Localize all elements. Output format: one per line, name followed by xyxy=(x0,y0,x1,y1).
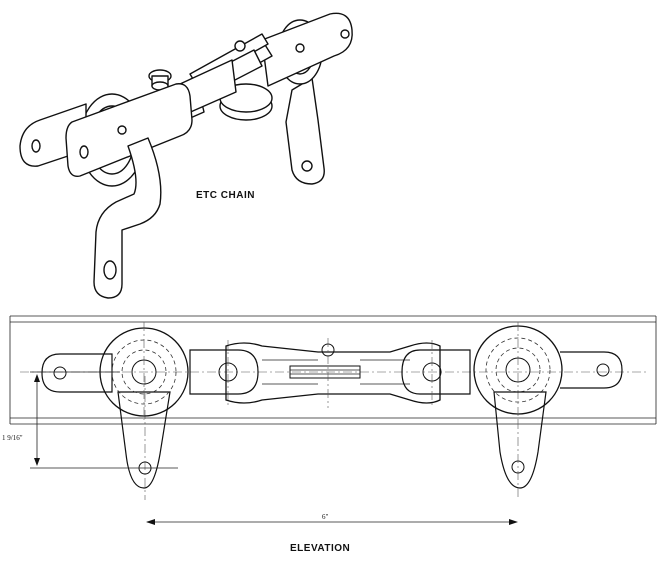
isometric-title: ETC CHAIN xyxy=(196,190,255,201)
right-center-link xyxy=(401,340,471,408)
right-attachment-arm xyxy=(285,77,325,185)
left-attachment-arm xyxy=(93,137,162,299)
left-roller-elev xyxy=(99,322,189,420)
center-link-body xyxy=(225,338,441,408)
left-link-plate xyxy=(65,83,193,177)
isometric-view xyxy=(19,12,353,299)
right-attachment xyxy=(493,351,623,500)
left-arm-hole xyxy=(103,260,117,280)
left-center-link xyxy=(189,340,259,408)
right-roller-elev xyxy=(473,322,563,420)
right-arm-hole xyxy=(301,160,313,172)
elevation-view: 1 9/16" 6" xyxy=(2,315,657,525)
drop-dimension-label: 1 9/16" xyxy=(2,434,23,442)
elevation-title: ELEVATION xyxy=(290,543,350,554)
left-attachment xyxy=(41,353,171,500)
right-link-plate xyxy=(261,12,353,87)
top-pin-head xyxy=(234,40,246,52)
pitch-dimension-label: 6" xyxy=(322,513,329,521)
left-plate-hole xyxy=(117,125,127,135)
left-end-hole xyxy=(31,139,41,153)
right-end-hole xyxy=(340,29,350,39)
pitch-dimension xyxy=(146,519,518,525)
drop-dimension xyxy=(30,371,178,469)
track-rails xyxy=(9,315,657,425)
